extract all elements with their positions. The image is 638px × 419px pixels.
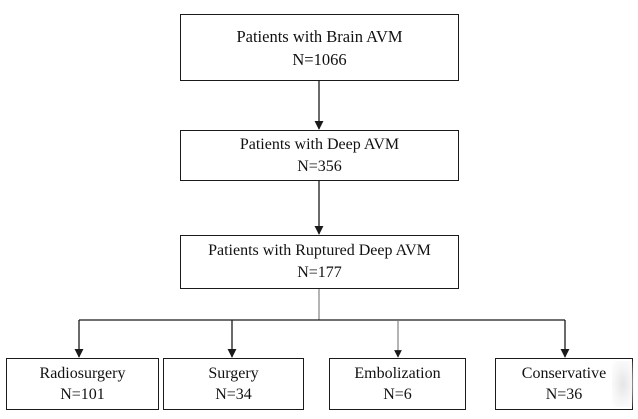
node-embolization-count: N=6 [383, 386, 412, 403]
node-surgery: Surgery N=34 [163, 358, 304, 410]
image-smudge [612, 361, 634, 407]
node-surgery-title: Surgery [208, 365, 259, 382]
node-radiosurgery-count: N=101 [60, 386, 105, 403]
node-conservative-count: N=36 [545, 386, 583, 403]
node-deep-avm-title: Patients with Deep AVM [239, 135, 400, 153]
node-deep-avm: Patients with Deep AVM N=356 [180, 130, 459, 181]
node-brain-avm: Patients with Brain AVM N=1066 [180, 14, 459, 81]
node-ruptured-deep-avm-title: Patients with Ruptured Deep AVM [208, 242, 431, 259]
node-conservative-title: Conservative [521, 365, 607, 382]
node-conservative: Conservative N=36 [495, 358, 634, 410]
node-brain-avm-title: Patients with Brain AVM [236, 26, 403, 46]
node-ruptured-deep-avm-count: N=177 [297, 264, 342, 281]
node-brain-avm-count: N=1066 [292, 49, 347, 69]
node-radiosurgery-title: Radiosurgery [39, 365, 126, 382]
node-surgery-count: N=34 [215, 386, 252, 403]
node-embolization: Embolization N=6 [329, 358, 466, 410]
node-deep-avm-count: N=356 [297, 157, 342, 175]
node-embolization-title: Embolization [354, 365, 441, 382]
node-ruptured-deep-avm: Patients with Ruptured Deep AVM N=177 [180, 235, 459, 289]
node-radiosurgery: Radiosurgery N=101 [6, 358, 159, 410]
